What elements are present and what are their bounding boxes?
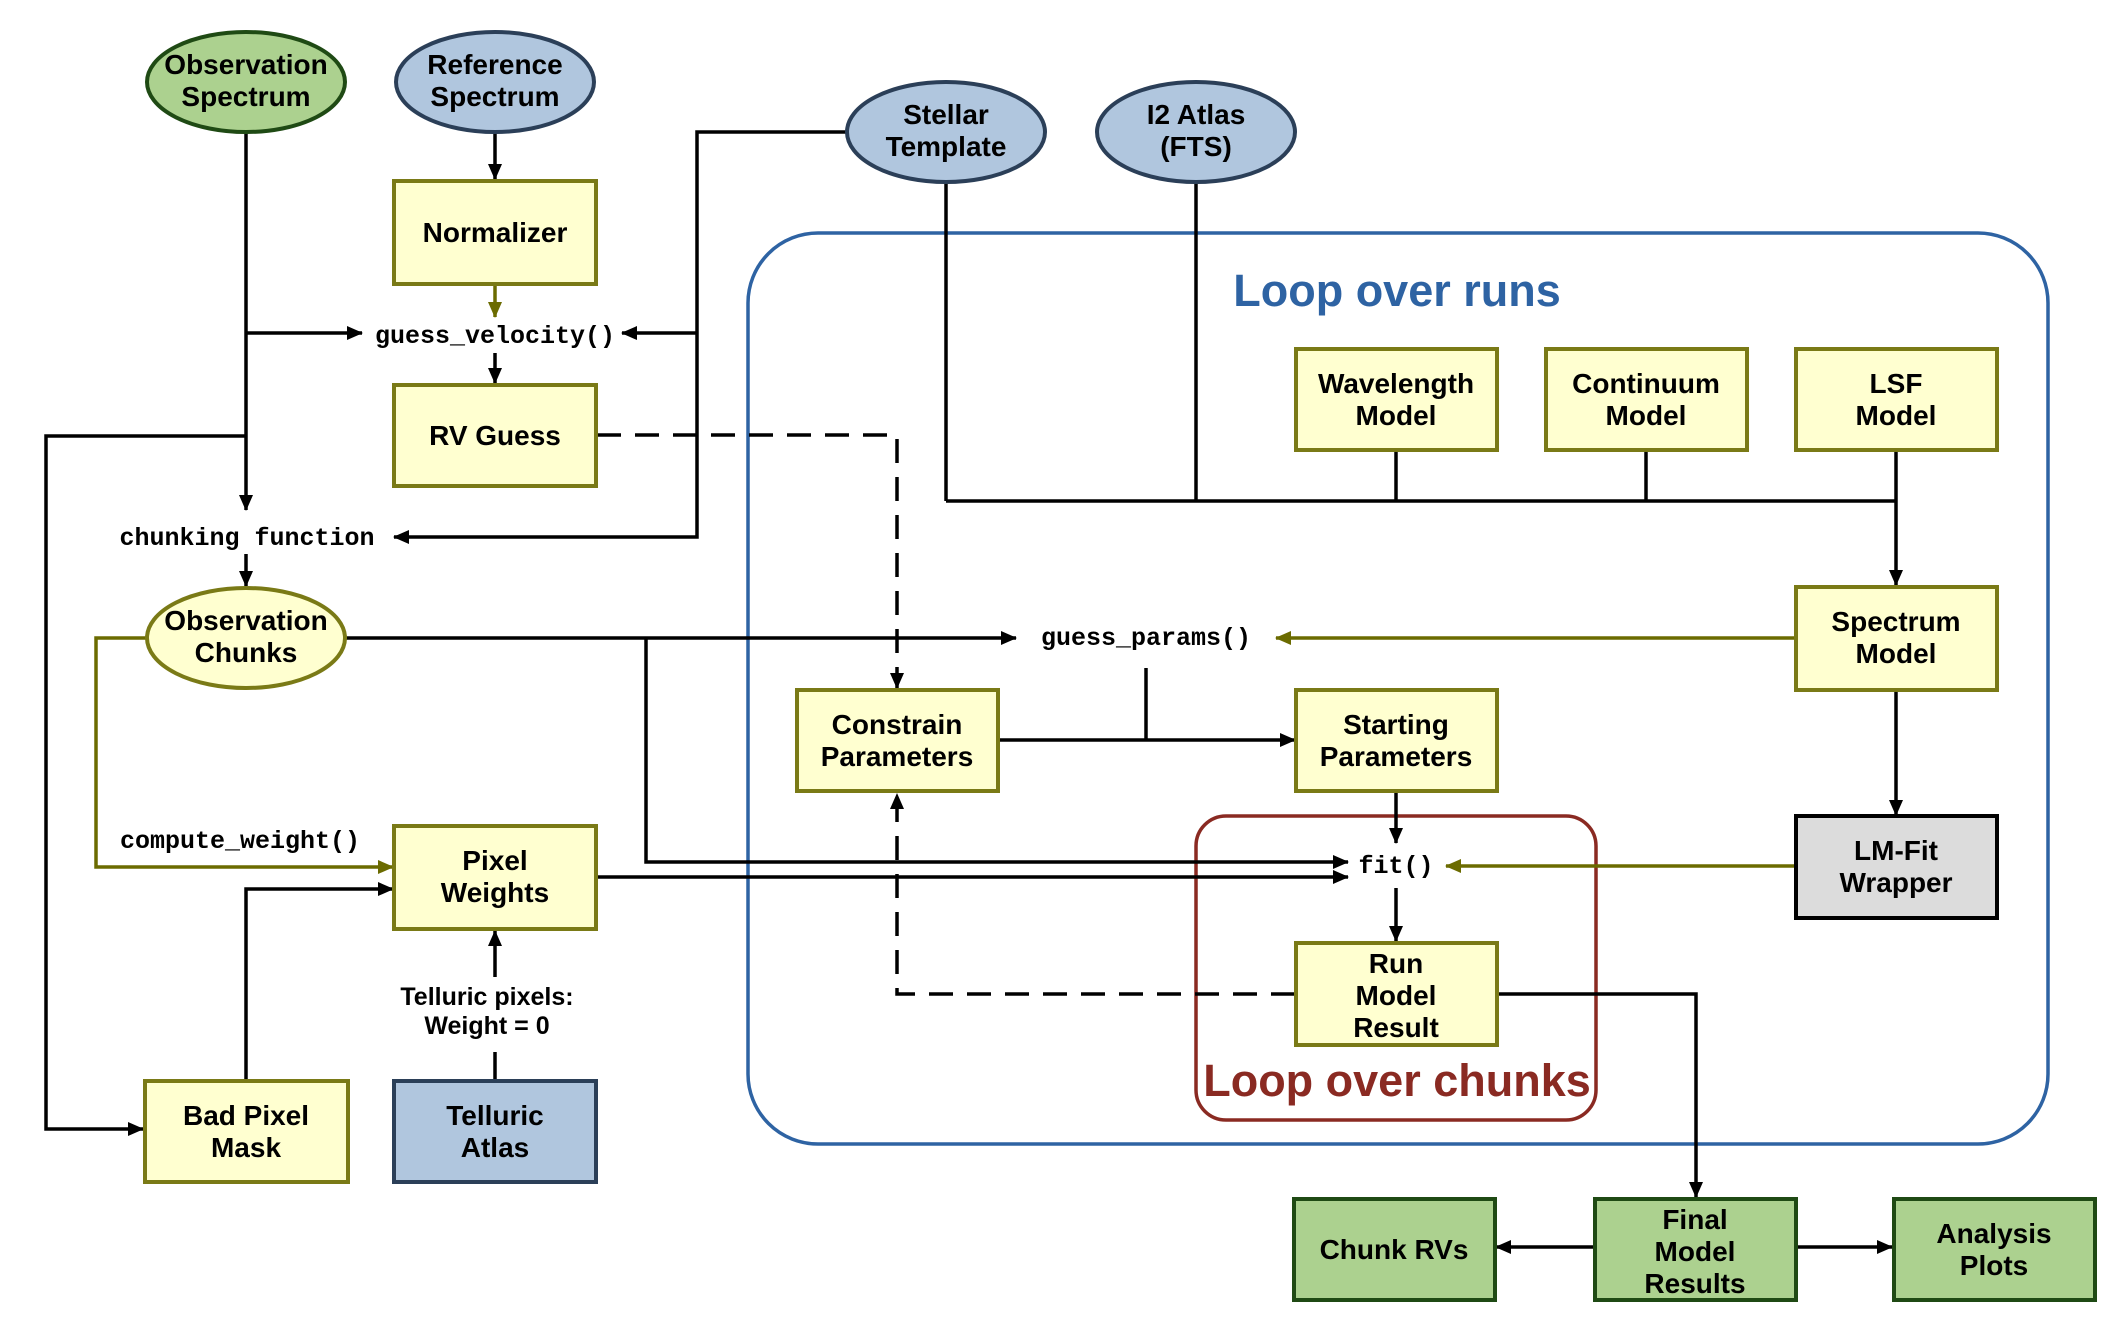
run-model-result-label-1: Run: [1369, 948, 1423, 979]
i2-atlas-label-1: I2 Atlas: [1147, 99, 1246, 130]
normalizer-box: Normalizer: [392, 179, 598, 286]
fit-function: fit(): [1358, 852, 1433, 881]
analysis-plots-label-2: Plots: [1960, 1250, 2028, 1281]
continuum-model-label-2: Model: [1606, 400, 1687, 431]
guess-velocity-function: guess_velocity(): [375, 322, 615, 351]
continuum-model-label-1: Continuum: [1572, 368, 1720, 399]
svg-text:Normalizer: Normalizer: [423, 217, 568, 248]
final-model-results-label-2: Model: [1655, 1236, 1736, 1267]
svg-text:I2 Atlas(FTS): I2 Atlas(FTS): [1147, 99, 1246, 162]
rv-guess-label: RV Guess: [429, 420, 561, 451]
stellar-template-label-2: Template: [886, 131, 1007, 162]
stellar-template-label-1: Stellar: [903, 99, 989, 130]
svg-text:RV Guess: RV Guess: [429, 420, 561, 451]
final-model-results-label-3: Results: [1644, 1268, 1745, 1299]
svg-text:Chunk RVs: Chunk RVs: [1320, 1234, 1469, 1265]
reference-spectrum-label-1: Reference: [427, 49, 562, 80]
spectrum-model-label-2: Model: [1856, 638, 1937, 669]
bad-pixel-mask-label-1: Bad Pixel: [183, 1100, 309, 1131]
telluric-note-line-2: Weight = 0: [424, 1012, 549, 1040]
chunk-rvs-label: Chunk RVs: [1320, 1234, 1469, 1265]
pixel-weights-label-1: Pixel: [462, 845, 527, 876]
normalizer-label: Normalizer: [423, 217, 568, 248]
compute-weight-function: compute_weight(): [120, 827, 360, 856]
i2-atlas-label-2: (FTS): [1160, 131, 1232, 162]
analysis-plots-label-1: Analysis: [1936, 1218, 2051, 1249]
telluric-atlas-label-2: Atlas: [461, 1132, 529, 1163]
lsf-model-label-2: Model: [1856, 400, 1937, 431]
guess-params-function: guess_params(): [1041, 624, 1251, 653]
telluric-note-line-1: Telluric pixels:: [400, 983, 573, 1011]
loop-over-chunks-title: Loop over chunks: [1203, 1055, 1591, 1106]
rv-guess-box: RV Guess: [392, 383, 598, 488]
chunking-function-label: chunking function: [119, 524, 374, 553]
constrain-parameters-label-1: Constrain: [832, 709, 963, 740]
pixel-weights-label-2: Weights: [441, 877, 549, 908]
final-model-results-label-1: Final: [1662, 1204, 1727, 1235]
lsf-model-label-1: LSF: [1870, 368, 1923, 399]
i2-atlas-node: I2 Atlas(FTS): [1095, 80, 1297, 184]
constrain-parameters-label-2: Parameters: [821, 741, 974, 772]
run-model-result-label-2: Model: [1356, 980, 1437, 1011]
lmfit-wrapper-label-2: Wrapper: [1839, 867, 1952, 898]
observation-spectrum-label-2: Spectrum: [181, 81, 310, 112]
starting-parameters-label-1: Starting: [1343, 709, 1449, 740]
lmfit-wrapper-label-1: LM-Fit: [1854, 835, 1938, 866]
connectors: [44, 130, 1903, 1254]
telluric-atlas-label-1: Telluric: [446, 1100, 544, 1131]
spectrum-model-label-1: Spectrum: [1831, 606, 1960, 637]
bad-pixel-mask-label-2: Mask: [211, 1132, 281, 1163]
loop-over-runs-title: Loop over runs: [1233, 265, 1561, 316]
observation-chunks-label-1: Observation: [164, 605, 327, 636]
observation-chunks-label-2: Chunks: [195, 637, 298, 668]
run-model-result-label-3: Result: [1353, 1012, 1439, 1043]
observation-spectrum-label-1: Observation: [164, 49, 327, 80]
wavelength-model-label-1: Wavelength: [1318, 368, 1474, 399]
telluric-note: Telluric pixels:Weight = 0: [400, 983, 573, 1040]
chunk-rvs-box: Chunk RVs: [1292, 1197, 1497, 1302]
reference-spectrum-label-2: Spectrum: [430, 81, 559, 112]
starting-parameters-label-2: Parameters: [1320, 741, 1473, 772]
wavelength-model-label-2: Model: [1356, 400, 1437, 431]
loop-over-runs-frame: [746, 231, 2050, 1146]
